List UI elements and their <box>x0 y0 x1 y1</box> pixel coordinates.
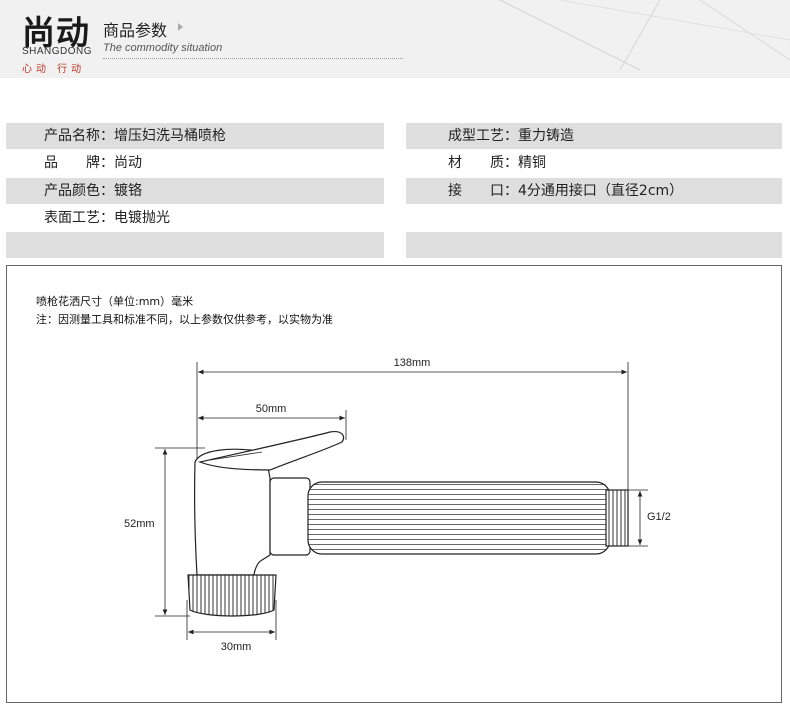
spec-note-disclaimer: 注：因测量工具和标准不同，以上参数仅供参考，以实物为准 <box>36 313 333 326</box>
param-label: 表面工艺：电镀抛光 <box>44 210 170 226</box>
dimension-base-width: 30mm <box>186 600 277 653</box>
param-row: 产品颜色：镀铬 <box>6 178 384 204</box>
param-label: 接 口：4分通用接口（直径2cm） <box>448 183 684 199</box>
param-row <box>6 232 384 258</box>
spec-drawing-box <box>6 265 782 703</box>
dimension-thread: G1/2 <box>622 489 671 547</box>
dim-label-total: 138mm <box>394 357 431 369</box>
dim-label-height: 52mm <box>124 518 155 530</box>
dim-label-handle: 50mm <box>256 403 287 415</box>
section-subtitle: The commodity situation <box>103 42 223 54</box>
param-row: 表面工艺：电镀抛光 <box>6 205 384 231</box>
brand-logo-text: 尚动 <box>22 13 90 52</box>
param-label: 产品颜色：镀铬 <box>44 183 142 199</box>
param-label: 成型工艺：重力铸造 <box>448 128 574 144</box>
param-label: 产品名称：增压妇洗马桶喷枪 <box>44 128 226 144</box>
dimension-handle-length: 50mm <box>198 403 347 440</box>
param-row <box>406 232 782 258</box>
param-label: 材 质：精铜 <box>448 155 546 171</box>
sprayer-outline <box>187 431 629 617</box>
dimension-height: 52mm <box>124 447 205 617</box>
spec-note-units: 喷枪花洒尺寸（单位:mm）毫米 <box>36 295 194 308</box>
brand-slogan: 心动 行动 <box>22 64 86 75</box>
header-banner: 尚动 SHANGDONG 心动 行动 商品参数 The commodity si… <box>0 0 790 78</box>
brand-english-name: SHANGDONG <box>22 46 93 57</box>
param-row: 品 牌：尚动 <box>6 150 384 176</box>
header-decoration <box>499 0 790 71</box>
param-label: 品 牌：尚动 <box>44 155 142 171</box>
dim-label-thread: G1/2 <box>647 511 671 523</box>
param-row: 接 口：4分通用接口（直径2cm） <box>406 178 782 204</box>
param-row: 材 质：精铜 <box>406 150 782 176</box>
play-arrow-icon <box>178 23 183 31</box>
param-row: 成型工艺：重力铸造 <box>406 123 782 149</box>
dimension-total-length: 138mm <box>196 357 629 490</box>
divider <box>103 58 403 59</box>
section-title: 商品参数 <box>103 21 168 40</box>
dim-label-base: 30mm <box>221 641 252 653</box>
param-row: 产品名称：增压妇洗马桶喷枪 <box>6 123 384 149</box>
